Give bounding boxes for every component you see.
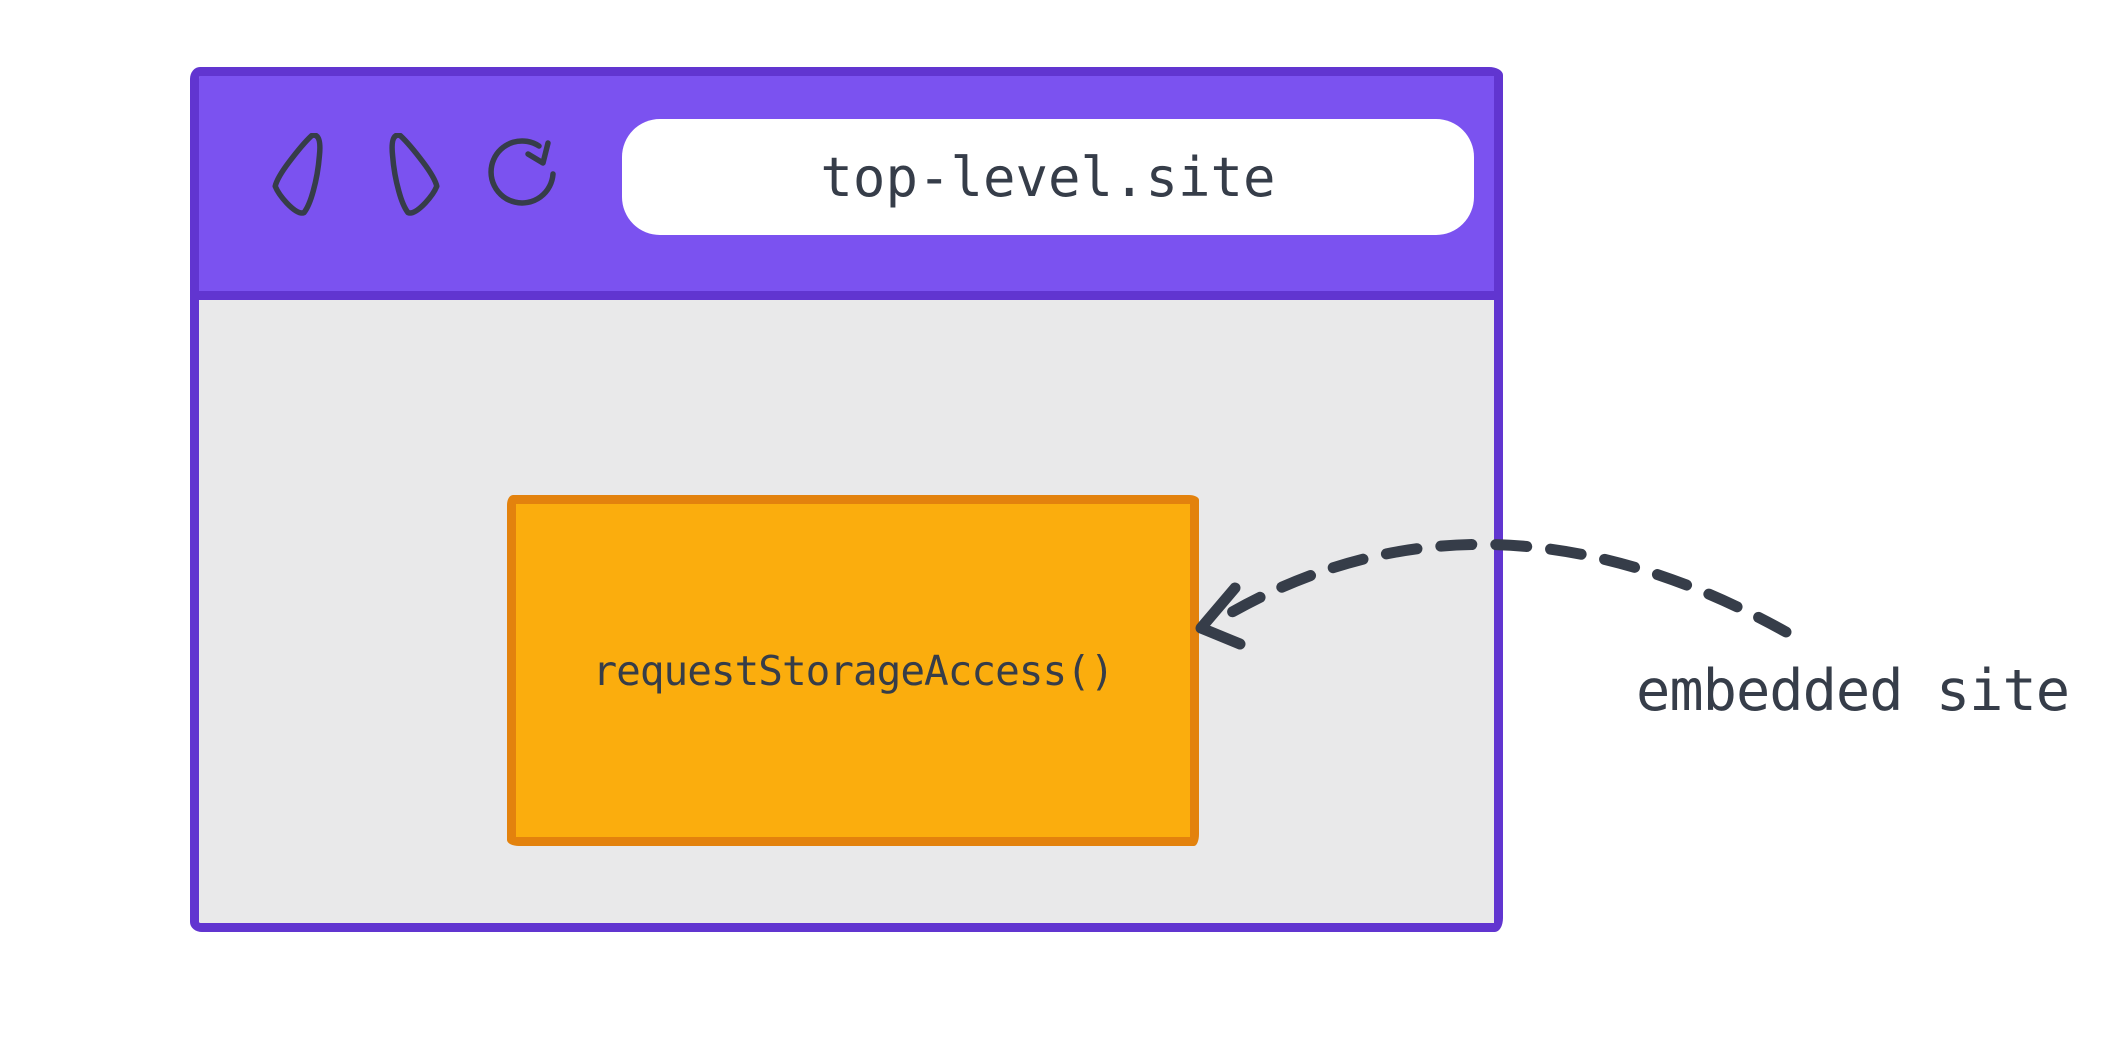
browser-window: top-level.site requestStorageAccess() (190, 67, 1503, 932)
reload-icon (487, 132, 569, 220)
embedded-site-frame[interactable]: requestStorageAccess() (507, 495, 1199, 846)
back-button[interactable] (269, 132, 327, 219)
embedded-site-label: embedded site (1636, 658, 2070, 724)
page-content: requestStorageAccess() (199, 300, 1494, 923)
address-bar[interactable]: top-level.site (622, 119, 1474, 235)
embedded-frame-label: requestStorageAccess() (592, 646, 1114, 695)
address-bar-url: top-level.site (820, 145, 1276, 209)
back-icon (269, 132, 327, 219)
reload-button[interactable] (487, 132, 569, 220)
forward-button[interactable] (385, 132, 443, 219)
forward-icon (385, 132, 443, 219)
browser-toolbar: top-level.site (199, 76, 1494, 300)
